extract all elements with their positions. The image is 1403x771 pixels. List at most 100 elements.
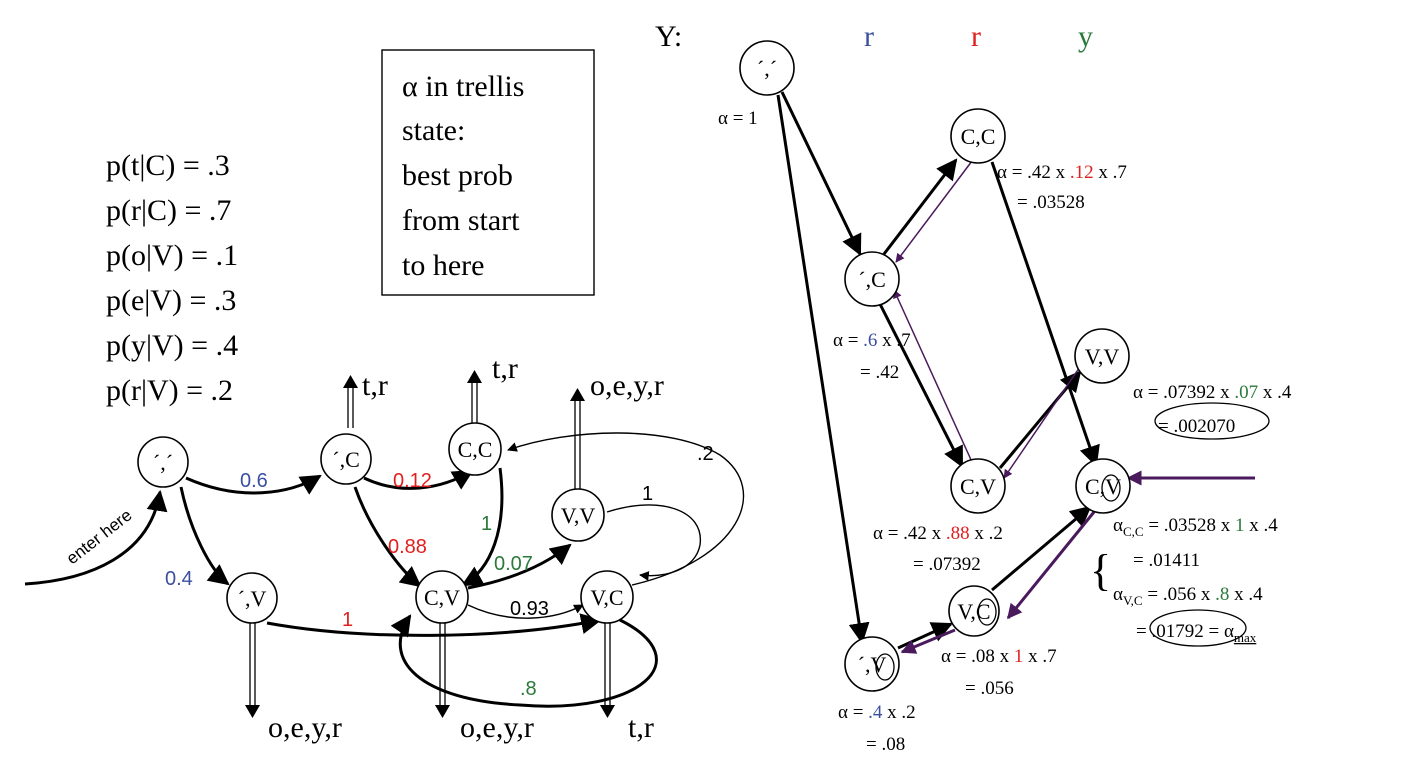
box-line-0: α in trellis bbox=[402, 70, 524, 103]
alpha-sV-result: = .08 bbox=[866, 734, 905, 755]
emission-prob-3: p(e|V) = .3 bbox=[106, 284, 236, 317]
trellis-backptr-CC-sC bbox=[895, 160, 973, 263]
edge-label-sC-CV: 0.88 bbox=[388, 536, 427, 558]
edge-sV-VC bbox=[266, 613, 603, 637]
edge-start-sV bbox=[179, 486, 230, 586]
trellis-backptr-CV-sC bbox=[893, 289, 973, 463]
trellis-label-CC: C,C bbox=[961, 124, 996, 149]
edge-label-CV-VC: 0.93 bbox=[510, 598, 549, 620]
edge-label-VV-VC: 1 bbox=[642, 483, 653, 505]
trellis-label-VC: V,C bbox=[957, 599, 990, 624]
box-line-1: state: bbox=[402, 114, 465, 147]
alpha-final-vc: αV,C = .056 x .8 x .4 bbox=[1113, 584, 1263, 608]
trellis-node-sC: ´,C bbox=[844, 251, 900, 307]
enter-label: enter here bbox=[63, 505, 136, 568]
alpha-VC: α = .08 x 1 x .7 bbox=[941, 646, 1057, 667]
edge-VC-CV bbox=[390, 614, 658, 708]
final-brace: { bbox=[1090, 546, 1111, 595]
alpha-VC-result: = .056 bbox=[965, 678, 1014, 699]
trellis-edge-start-sV bbox=[776, 94, 870, 645]
state-label-VV: V,V bbox=[561, 503, 596, 528]
edge-CC-CV bbox=[461, 467, 504, 587]
alpha-VV-result: = .002070 bbox=[1158, 416, 1235, 437]
trellis-label-sV: ´,V bbox=[858, 652, 887, 677]
trellis-backptr-VC-sV bbox=[900, 628, 956, 654]
output-arrow-VV bbox=[570, 388, 585, 493]
edge-CV-VV bbox=[467, 543, 572, 590]
edge-sC-CV bbox=[353, 486, 422, 588]
enter-arrow bbox=[24, 489, 168, 586]
state-node-CC: C,C bbox=[448, 422, 502, 476]
trellis-edge-VC-CV2 bbox=[991, 505, 1092, 592]
trellis-edge-start-sC bbox=[780, 91, 862, 256]
output-label-CC: t,r bbox=[492, 352, 518, 385]
emission-prob-4: p(y|V) = .4 bbox=[106, 329, 238, 362]
trellis-node-VV: V,V bbox=[1074, 328, 1130, 384]
box-line-3: from start bbox=[402, 204, 520, 237]
trellis-obs-0: r bbox=[864, 20, 874, 53]
state-node-VC: V,C bbox=[580, 570, 634, 624]
edge-label-sC-CC: 0.12 bbox=[393, 470, 432, 492]
box-line-2: best prob bbox=[402, 159, 513, 192]
edge-label-sV-VC: 1 bbox=[342, 609, 353, 631]
alpha-CC-result: = .03528 bbox=[1017, 192, 1085, 213]
trellis: Y: r r y ´,´ ´,C ´,V bbox=[655, 20, 1292, 755]
state-label-VC: V,C bbox=[590, 585, 623, 610]
edge-start-sC bbox=[185, 474, 322, 495]
state-node-sC: ´,C bbox=[320, 433, 372, 485]
edge-CV-VC bbox=[467, 604, 584, 619]
edge-label-start-sV: 0.4 bbox=[165, 568, 193, 590]
trellis-label-CV: C,V bbox=[960, 474, 996, 499]
output-label-VV: o,e,y,r bbox=[590, 369, 664, 402]
trellis-edge-CV-VV bbox=[998, 370, 1082, 469]
state-node-VV: V,V bbox=[551, 488, 605, 542]
alpha-final-vc-circle bbox=[1149, 609, 1247, 647]
edge-VC-CC bbox=[507, 432, 745, 586]
trellis-node-CC: C,C bbox=[950, 108, 1006, 164]
output-arrow-CC bbox=[467, 370, 482, 425]
state-label-CC: C,C bbox=[458, 437, 493, 462]
alpha-VV-result-circle bbox=[1154, 402, 1270, 440]
state-label-sV: ´,V bbox=[238, 586, 267, 611]
emission-prob-5: p(r|V) = .2 bbox=[106, 374, 233, 407]
alpha-sC-result: = .42 bbox=[860, 362, 899, 383]
state-node-sV: ´,V bbox=[226, 572, 278, 624]
state-machine: enter here bbox=[24, 352, 745, 744]
alpha-final-cc-result: = .01411 bbox=[1133, 550, 1200, 571]
edge-label-start-sC: 0.6 bbox=[240, 470, 268, 492]
trellis-node-sV: ´,V bbox=[844, 636, 900, 692]
state-label-sC: ´,C bbox=[332, 447, 360, 472]
alpha-CV: α = .42 x .88 x .2 bbox=[873, 523, 1003, 544]
alpha-start: α = 1 bbox=[718, 108, 758, 129]
output-label-sC: t,r bbox=[362, 369, 388, 402]
trellis-node-start: ´,´ bbox=[739, 40, 795, 96]
trellis-edge-CC-VC bbox=[990, 161, 1100, 467]
alpha-definition-box: α in trellis state: best prob from start… bbox=[381, 49, 595, 296]
state-node-start: ´,´ bbox=[137, 436, 189, 488]
alpha-CC: α = .42 x .12 x .7 bbox=[997, 162, 1127, 183]
output-label-VC: t,r bbox=[628, 711, 654, 744]
trellis-obs-1: r bbox=[971, 20, 981, 53]
trellis-node-CV: C,V bbox=[950, 458, 1006, 514]
state-label-start: ´,´ bbox=[153, 450, 173, 475]
trellis-obs-2: y bbox=[1078, 20, 1093, 53]
state-node-CV: C,V bbox=[415, 570, 469, 624]
trellis-label-start: ´,´ bbox=[757, 56, 777, 81]
trellis-y-label: Y: bbox=[655, 20, 682, 53]
alpha-sC: α = .6 x .7 bbox=[833, 330, 911, 351]
trellis-backptr-VV-CV bbox=[1003, 357, 1087, 479]
alpha-sV: α = .4 x .2 bbox=[838, 702, 916, 723]
trellis-label-VV: V,V bbox=[1085, 344, 1120, 369]
emission-prob-2: p(o|V) = .1 bbox=[106, 239, 238, 272]
edge-sC-CC bbox=[363, 469, 474, 490]
trellis-label-sC: ´,C bbox=[858, 267, 886, 292]
trellis-node-VC: V,C bbox=[948, 585, 1000, 637]
alpha-VV: α = .07392 x .07 x .4 bbox=[1133, 382, 1292, 403]
edge-VV-VC bbox=[606, 504, 701, 581]
output-arrow-sV bbox=[245, 620, 260, 718]
trellis-node-CV2: C,V bbox=[1075, 458, 1131, 514]
alpha-CV-result: = .07392 bbox=[913, 554, 981, 575]
output-arrow-CV bbox=[435, 620, 450, 718]
